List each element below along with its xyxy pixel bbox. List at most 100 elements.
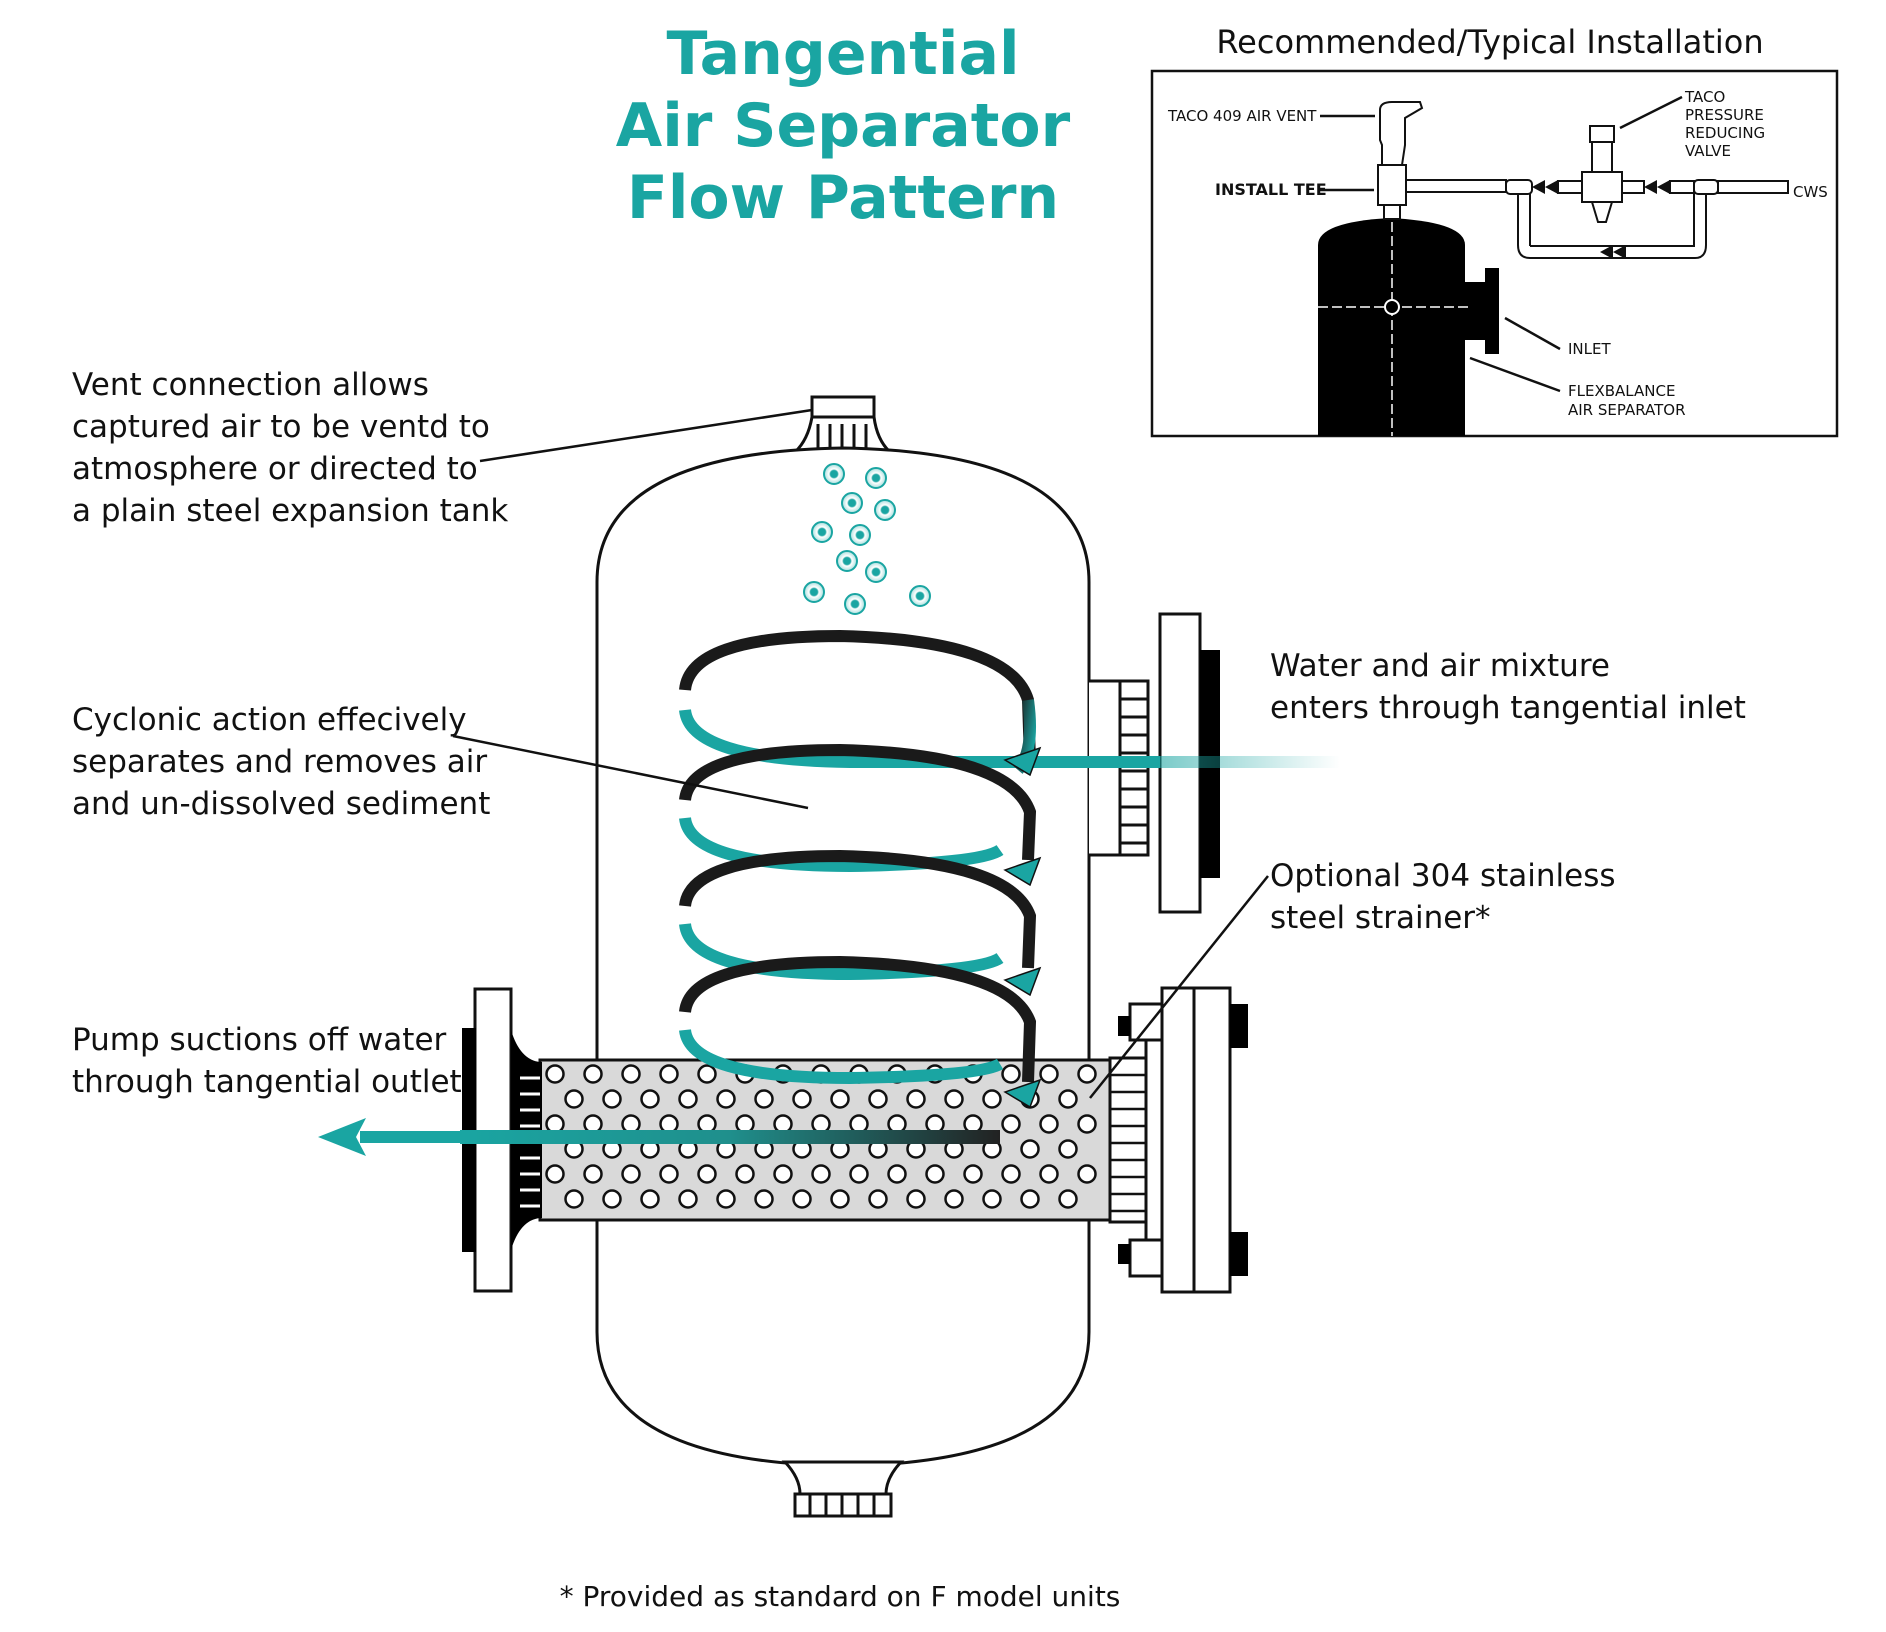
label-install-tee: INSTALL TEE [1215,180,1327,199]
air-bubble [865,467,887,489]
strainer-hole [830,1089,850,1109]
strainer-hole [583,1114,603,1134]
inset-inlet-flange [1485,268,1499,354]
label-prv-1: TACO [1684,88,1725,106]
strainer-hole [887,1114,907,1134]
strainer-hole [678,1089,698,1109]
strainer-hole [545,1164,565,1184]
flange-nut [1230,1232,1248,1276]
flow-arrow [1003,966,1042,997]
strainer-hole [659,1114,679,1134]
strainer-hole [754,1189,774,1209]
strainer-hole [1001,1164,1021,1184]
strainer-hole [773,1114,793,1134]
strainer-hole [659,1064,679,1084]
strainer-hole [545,1114,565,1134]
strainer-hole [697,1114,717,1134]
strainer-hole [811,1164,831,1184]
strainer-hole [640,1089,660,1109]
strainer-hole [792,1189,812,1209]
strainer-hole [868,1189,888,1209]
air-bubble [803,581,825,603]
callout-cyclonic: Cyclonic action effecively separates and… [72,702,809,822]
air-bubble [811,521,833,543]
strainer-hole [1001,1114,1021,1134]
label-prv-4: VALVE [1685,142,1731,160]
strainer-hole [1001,1064,1021,1084]
flow-arrow [1003,746,1042,777]
flange-nut [1230,1004,1248,1048]
callout-vent-line-4: a plain steel expansion tank [72,493,508,529]
label-prv-2: PRESSURE [1685,106,1764,124]
callout-vent-line-3: atmosphere or directed to [72,451,478,487]
strainer-hole [735,1164,755,1184]
title-line-2: Air Separator [616,91,1071,161]
inset-air-vent [1379,101,1424,166]
label-cws: CWS [1793,183,1828,201]
flow-arrow [1003,1078,1042,1109]
strainer-hole [716,1089,736,1109]
air-bubble [849,524,871,546]
strainer-flange-2 [1192,986,1232,1294]
title-line-3: Flow Pattern [627,163,1059,233]
title-line-1: Tangential [666,19,1019,89]
strainer-hole [583,1164,603,1184]
strainer-hole [678,1189,698,1209]
label-air-vent: TACO 409 AIR VENT [1167,107,1317,125]
air-bubbles [803,463,931,615]
strainer-flange-1 [1160,986,1196,1294]
strainer-hole [963,1114,983,1134]
callout-vent-line-1: Vent connection allows [72,367,429,403]
air-bubble [865,561,887,583]
inset-bypass-valve [1600,245,1626,259]
air-bubble [909,585,931,607]
air-bubble [823,463,845,485]
strainer-hole [925,1164,945,1184]
strainer-hole [564,1189,584,1209]
strainer-hole [602,1189,622,1209]
strainer-hole [887,1164,907,1184]
strainer-hole [621,1114,641,1134]
strainer-hole [1058,1139,1078,1159]
callout-cyclonic-line-1: Cyclonic action effecively [72,702,467,738]
callout-strainer: Optional 304 stainless steel strainer* [1089,858,1616,1099]
strainer-hole [621,1164,641,1184]
callout-strainer-line-1: Optional 304 stainless [1270,858,1616,894]
separator-vessel [595,395,1220,1518]
flange-bolt [1128,1002,1164,1042]
strainer-hole [868,1089,888,1109]
installation-inset: Recommended/Typical Installation [1150,23,1839,438]
label-separator-2: AIR SEPARATOR [1568,401,1686,419]
callout-vent-line-2: captured air to be ventd to [72,409,490,445]
strainer-hole [1020,1189,1040,1209]
air-bubble [841,492,863,514]
drain-nozzle [781,1460,905,1496]
strainer-hole [906,1189,926,1209]
strainer-hole [925,1114,945,1134]
flow-arrow [1003,856,1042,887]
strainer-hole [982,1089,1002,1109]
callout-inlet-line-1: Water and air mixture [1270,648,1610,684]
inset-valve-1 [1532,180,1558,194]
inset-centerline-mark [1384,299,1400,315]
callout-inlet: Water and air mixture enters through tan… [1270,648,1746,726]
strainer-hole [1020,1139,1040,1159]
air-bubble [874,499,896,521]
air-bubble [844,593,866,615]
strainer-hole [1077,1114,1097,1134]
strainer-hole [1077,1164,1097,1184]
strainer-hole [1039,1114,1059,1134]
strainer-hole [811,1114,831,1134]
inset-prv-body [1581,171,1623,203]
footnote: * Provided as standard on F model units [560,1580,1121,1613]
callout-pump-line-1: Pump suctions off water [72,1022,447,1058]
inset-title: Recommended/Typical Installation [1216,23,1763,61]
strainer-hole [754,1089,774,1109]
callout-pump-line-2: through tangential outlet [72,1064,462,1100]
strainer-hole [1039,1164,1059,1184]
callout-cyclonic-line-2: separates and removes air [72,744,487,780]
strainer-hole [963,1164,983,1184]
strainer-hole [583,1064,603,1084]
inset-valve-2 [1644,180,1670,194]
